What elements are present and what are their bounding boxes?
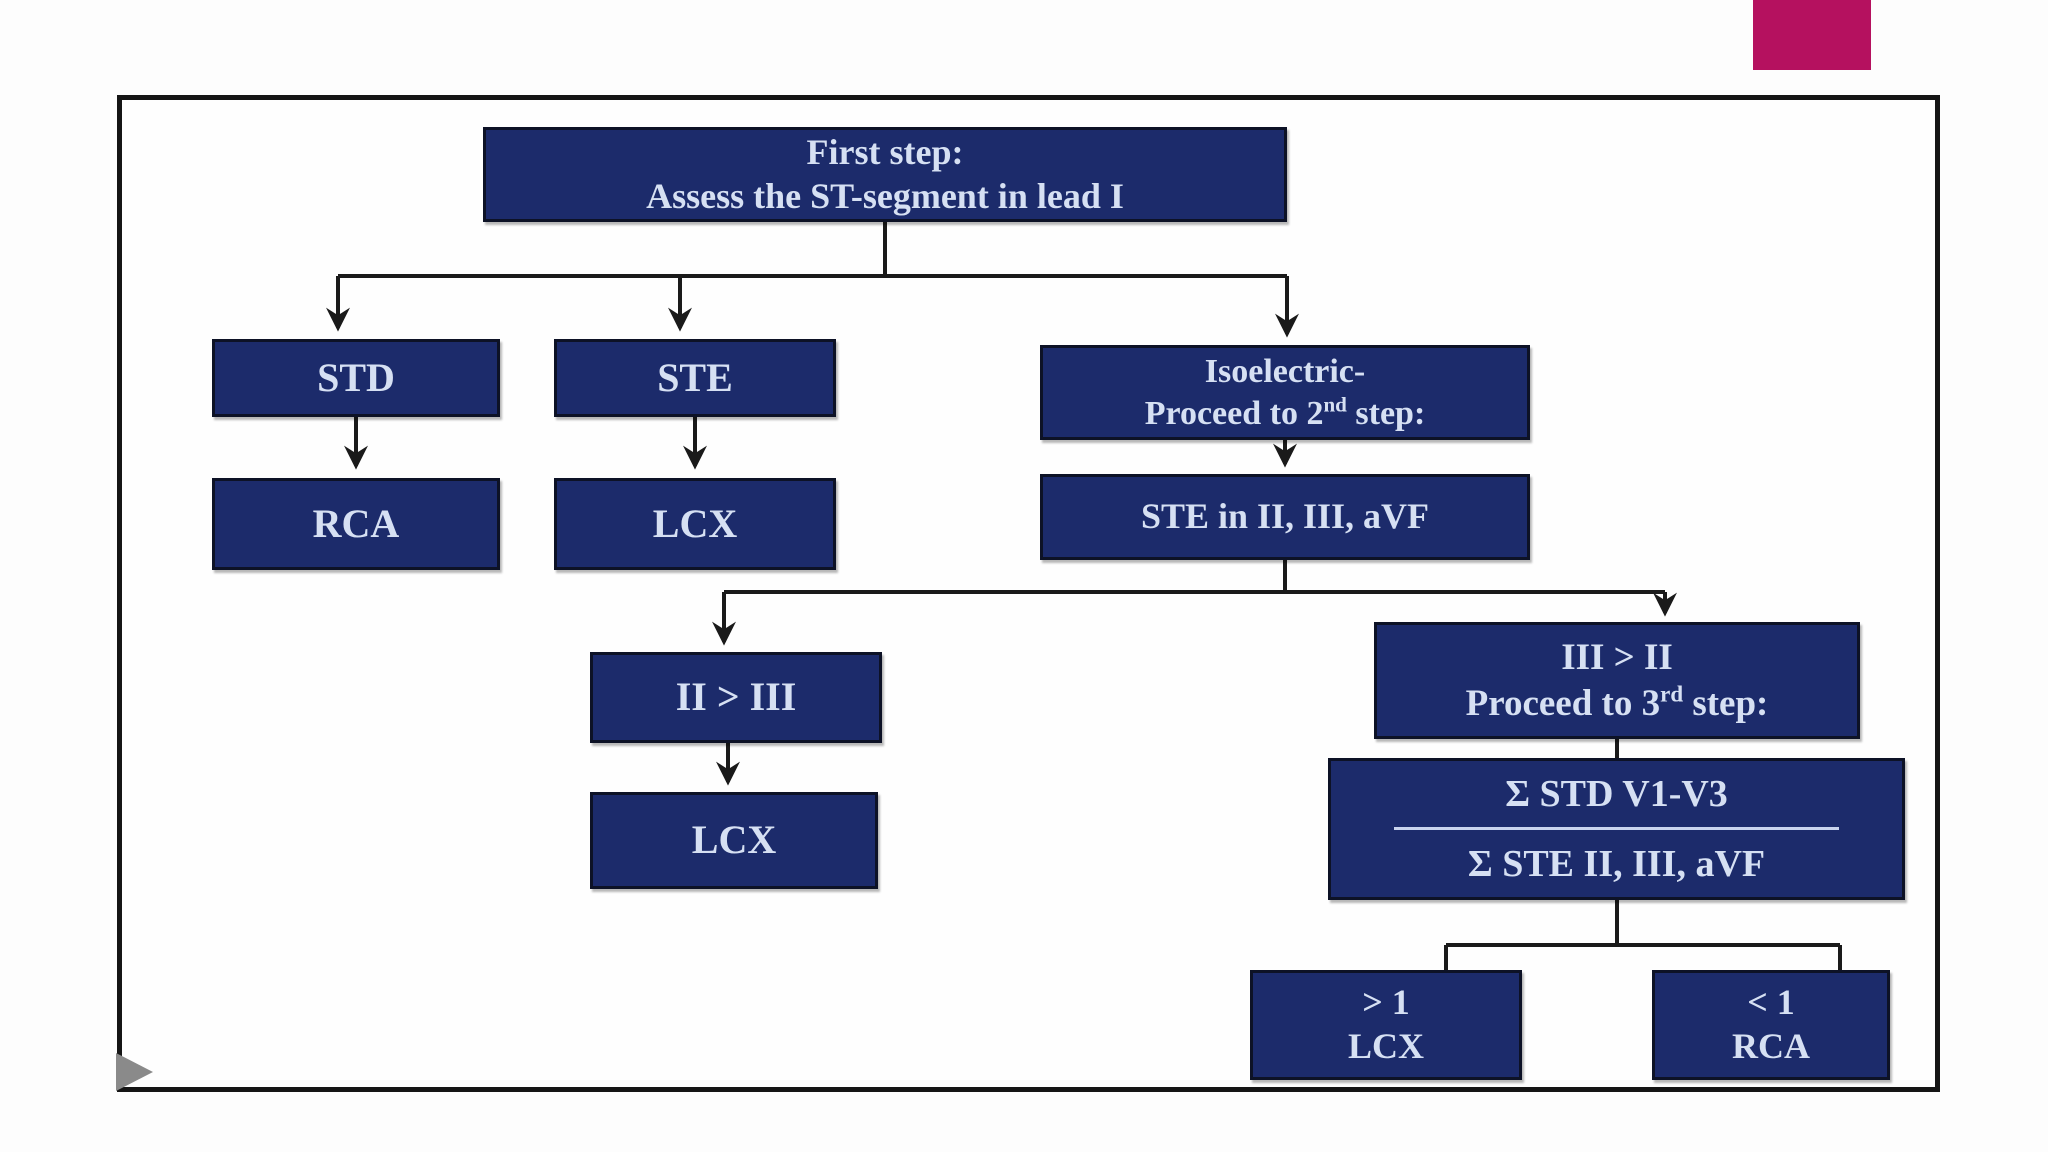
isoelectric-line2-prefix: Proceed to 2 (1144, 394, 1324, 432)
isoelectric-line2-superscript: nd (1323, 392, 1347, 417)
lcx-second-label: LCX (691, 817, 777, 863)
iii-gt-ii-line2-superscript: rd (1660, 681, 1684, 707)
accent-bar (1753, 0, 1871, 70)
first-step-line2: Assess the ST-segment in lead I (646, 175, 1124, 216)
gt1-lcx-line1: > 1 (1362, 982, 1410, 1023)
gt1-lcx-line2: LCX (1347, 1026, 1424, 1066)
ratio-divider-line (1393, 826, 1840, 830)
ste-inferior-label: STE in II, III, aVF (1140, 496, 1430, 537)
node-first-step: First step: Assess the ST-segment in lea… (483, 127, 1287, 222)
iii-gt-ii-line2: Proceed to 3rd step: (1466, 681, 1769, 726)
isoelectric-line1: Isoelectric- (1204, 353, 1366, 391)
ratio-numerator: Σ STD V1-V3 (1505, 773, 1728, 816)
iii-gt-ii-line2-prefix: Proceed to 3 (1465, 682, 1661, 724)
ratio-denominator: Σ STE II, III, aVF (1467, 842, 1766, 885)
iii-gt-ii-line2-suffix: step: (1683, 682, 1769, 724)
node-isoelectric: Isoelectric- Proceed to 2nd step: (1040, 345, 1530, 440)
node-rca: RCA (212, 478, 500, 570)
node-iii-gt-ii: III > II Proceed to 3rd step: (1374, 622, 1860, 739)
lcx-label: LCX (652, 500, 738, 546)
play-marker-icon (116, 1053, 153, 1091)
std-label: STD (317, 354, 395, 400)
iii-gt-ii-line1: III > II (1561, 637, 1673, 679)
ste-label: STE (657, 354, 733, 400)
isoelectric-line2-suffix: step: (1346, 394, 1426, 432)
node-ii-gt-iii: II > III (590, 652, 882, 743)
lt1-rca-line1: < 1 (1747, 982, 1795, 1023)
node-ste-inferior: STE in II, III, aVF (1040, 474, 1530, 560)
ii-gt-iii-label: II > III (675, 674, 797, 720)
node-gt1-lcx: > 1 LCX (1250, 970, 1522, 1080)
node-ste: STE (554, 339, 836, 417)
first-step-line1: First step: (806, 131, 964, 172)
node-lt1-rca: < 1 RCA (1652, 970, 1890, 1080)
node-std: STD (212, 339, 500, 417)
isoelectric-line2: Proceed to 2nd step: (1145, 393, 1426, 434)
flowchart-frame (117, 95, 1940, 1092)
rca-label: RCA (312, 500, 400, 546)
lt1-rca-line2: RCA (1732, 1026, 1810, 1066)
node-ratio: Σ STD V1-V3 Σ STE II, III, aVF (1328, 758, 1905, 900)
node-lcx-second: LCX (590, 792, 878, 889)
node-lcx: LCX (554, 478, 836, 570)
